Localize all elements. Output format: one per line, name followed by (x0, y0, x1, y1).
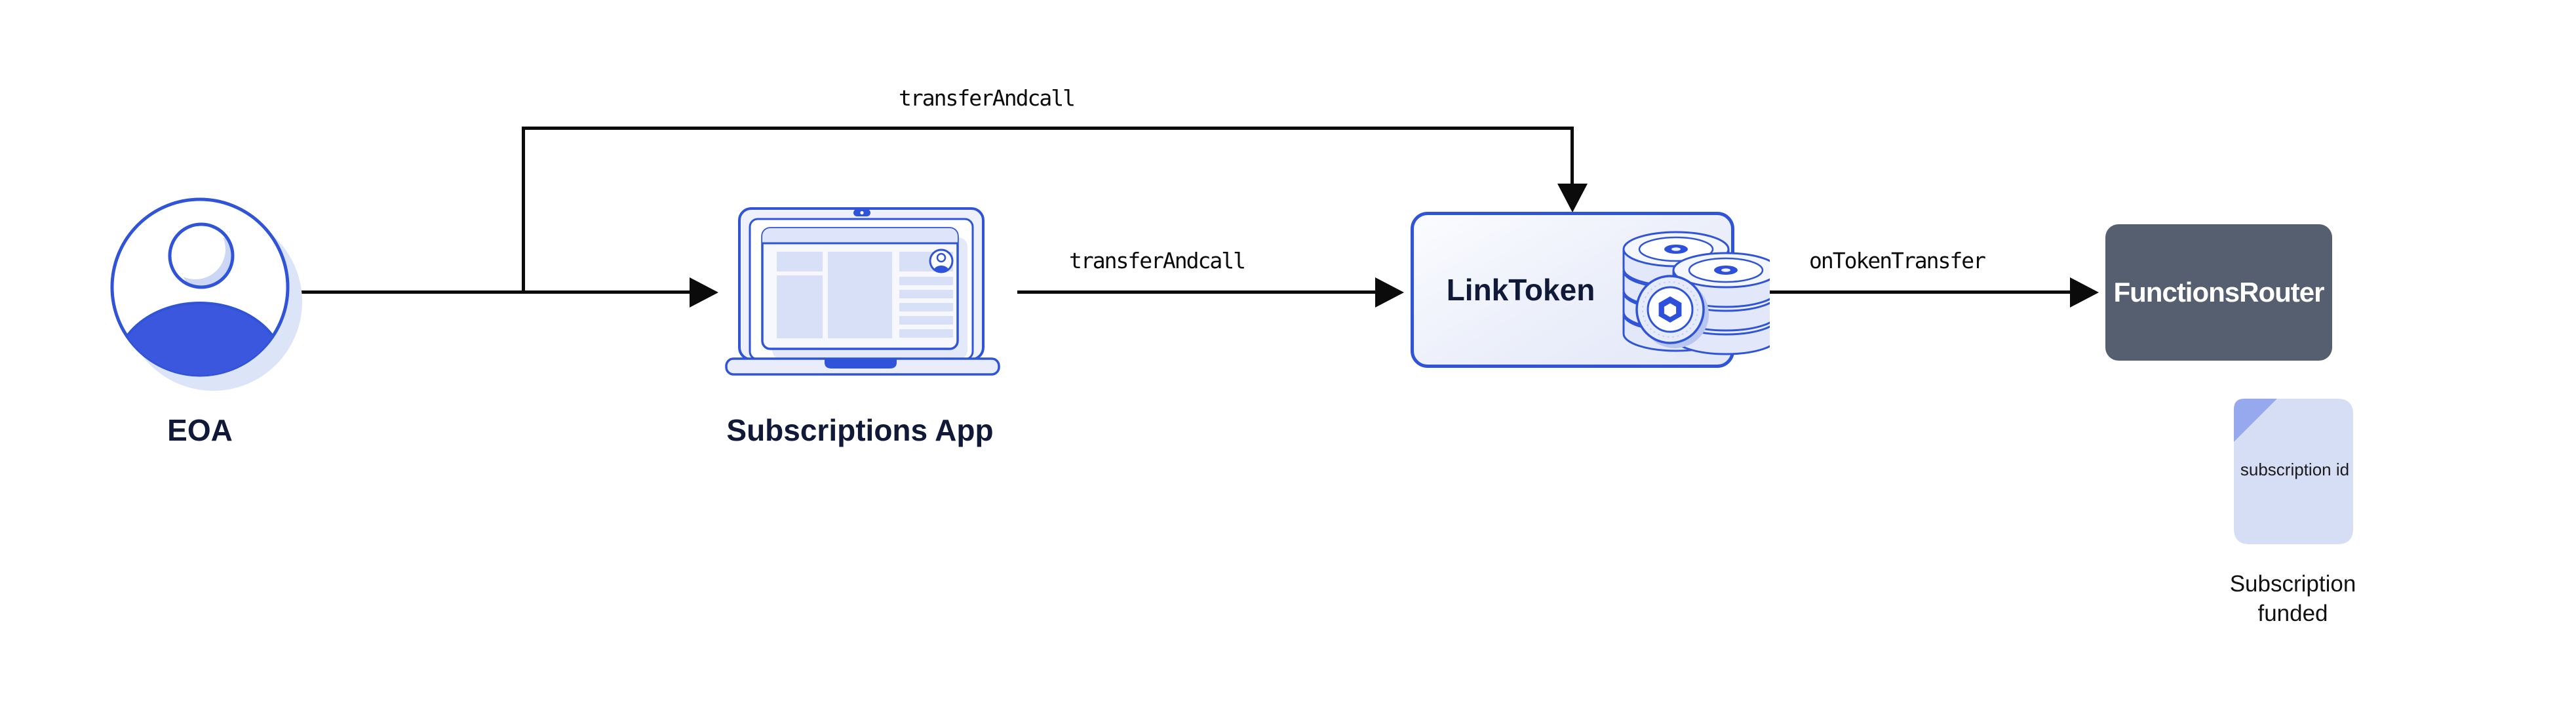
document-text: subscription id (2240, 460, 2350, 479)
node-label-linktoken: LinkToken (1446, 272, 1595, 307)
node-box-functionsrouter: FunctionsRouter (2105, 224, 2332, 361)
browser-content-blocks (777, 252, 953, 338)
chainlink-hexagon-logo (1658, 296, 1682, 323)
connector-eoa-to-app (296, 290, 690, 294)
browser-user-avatar-icon (929, 249, 954, 273)
chainlink-coin-icon (1635, 275, 1709, 348)
user-avatar-icon (110, 197, 302, 391)
avatar-head-circle (168, 222, 235, 289)
arrowhead-into-app (690, 277, 718, 308)
node-label-eoa: EOA (167, 413, 233, 447)
laptop-camera-dot (860, 210, 864, 215)
document-fold (2234, 399, 2277, 442)
coin-top-center-dot (1671, 247, 1681, 251)
link-coin-stack-icon (1622, 231, 1770, 355)
connector-top-drop (1571, 127, 1574, 187)
connector-branch-vertical (522, 127, 525, 294)
laptop-base-notch (825, 359, 897, 369)
arrowhead-into-router (2070, 277, 2099, 308)
edge-label-transferandcall-mid: transferAndcall (1068, 248, 1246, 273)
laptop-browser-icon (725, 207, 1000, 376)
edge-label-transferandcall-top: transferAndcall (898, 85, 1076, 111)
browser-toolbar (762, 228, 958, 243)
coin-stack-right (1672, 252, 1770, 355)
arrowhead-into-linktoken (1375, 277, 1404, 308)
node-label-functionsrouter: FunctionsRouter (2113, 277, 2325, 308)
connector-app-to-linktoken (1017, 290, 1375, 294)
document-body (2234, 399, 2353, 544)
node-label-subscriptions-app: Subscriptions App (726, 413, 994, 447)
edge-label-ontokentransfer: onTokenTransfer (1808, 248, 1986, 273)
arrowhead-into-linktoken-top (1557, 184, 1588, 212)
connector-linktoken-to-router (1732, 290, 2070, 294)
coin-top-center-right-dot (1721, 268, 1730, 272)
document-folded-corner-icon (2234, 399, 2353, 544)
document-caption: Subscription funded (2229, 571, 2356, 626)
connector-top-horizontal (522, 127, 1573, 130)
